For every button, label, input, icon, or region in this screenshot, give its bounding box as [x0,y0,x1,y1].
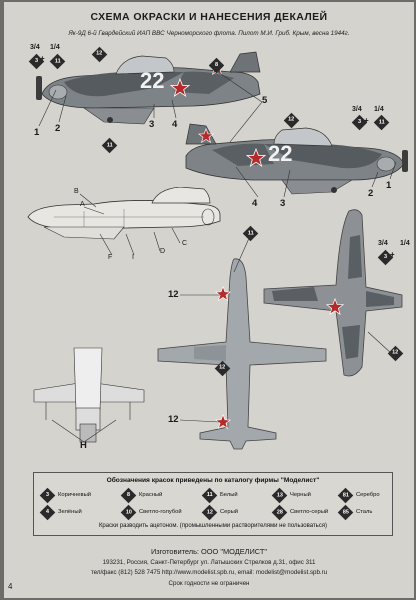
color-name-12: Серый [220,509,239,515]
swatch-28: 28 [271,504,288,521]
aircraft-subtitle: Як-9Д 6-й Гвардейский ИАП ВВС Черноморск… [68,30,350,37]
underside-wing-star [215,286,231,302]
callout-4-right: 4 [252,198,258,209]
color-name-81: Серебро [356,492,380,498]
color-name-11: Белый [220,492,238,498]
callout-A: A [80,201,85,208]
swatch-4: 4 [39,504,56,521]
underside-aircraft [157,258,327,450]
color-name-3: Коричневый [58,492,91,498]
color-name-8: Красный [139,492,163,498]
swatch-10: 10 [120,504,137,521]
shelf-life-note: Срок годности не ограничен [168,580,250,587]
callout-topview-plus: + [390,250,395,259]
color-name-10: Светло-голубой [139,509,182,515]
callout-left-fraction-a: 3/4 [30,44,40,51]
callout-right-fraction-b: 1/4 [374,106,384,113]
leader-lines [38,71,397,443]
callout-5: 5 [262,95,268,106]
swatch-3: 3 [39,487,56,504]
landing-gear-detail [33,347,145,443]
callout-2-left: 2 [55,123,61,134]
right-profile-tail-star [198,128,214,144]
line-outline-aircraft [27,187,221,240]
callout-3-right: 3 [280,198,286,209]
callout-D: D [160,248,166,255]
thinner-note: Краски разводить ацетоном. (промышленным… [98,523,328,529]
callout-B: B [74,188,79,195]
left-profile-star-insignia [170,78,190,97]
callout-left-plus: + [40,54,45,63]
color-name-4: Зелёный [58,509,82,515]
callout-left-fraction-b: 1/4 [50,44,60,51]
callout-H: H [80,440,87,451]
swatch-11: 11 [201,487,218,504]
callout-4-left: 4 [172,119,178,130]
callout-2-right: 2 [368,188,374,199]
legend-title: Обозначения красок приведены по каталогу… [106,477,320,484]
manufacturer-label: Изготовитель: ООО "МОДЕЛИСТ" [150,547,268,556]
swatch-8: 8 [120,487,137,504]
instruction-sheet: СХЕМА ОКРАСКИ И НАНЕСЕНИЯ ДЕКАЛЕЙ Як-9Д … [4,2,414,598]
callout-topview-fraction-a: 3/4 [378,240,388,247]
callout-I: I [132,254,134,261]
color-name-13: Черный [290,492,311,498]
right-profile-side-number: 22 [268,141,293,166]
left-profile-aircraft [36,51,261,125]
callout-1-left: 1 [34,127,40,138]
callout-C: C [182,240,188,247]
sheet-title: СХЕМА ОКРАСКИ И НАНЕСЕНИЯ ДЕКАЛЕЙ [90,11,328,23]
paint-legend: Обозначения красок приведены по каталогу… [33,472,393,536]
color-name-85: Сталь [356,509,373,515]
manufacturer-contacts: тел/факс (812) 528 7475 http://www.model… [90,569,328,576]
right-profile-star-insignia [246,148,266,167]
callout-F: F [108,254,113,261]
callout-12-upper: 12 [168,289,179,300]
left-profile-side-number: 22 [140,68,165,93]
manufacturer-address: 193231, Россия, Санкт-Петербург ул. Латы… [102,559,316,566]
callout-1-right: 1 [386,180,392,191]
topview-wing-star [326,298,344,316]
page-number: 4 [8,582,13,591]
swatch-81: 81 [337,487,354,504]
callout-topview-fraction-b: 1/4 [400,240,410,247]
callout-right-fraction-a: 3/4 [352,106,362,113]
swatch-12: 12 [201,504,218,521]
swatch-85: 85 [337,504,354,521]
callout-right-plus: + [364,116,369,125]
underside-tail-star [215,414,231,430]
topview-aircraft [263,209,403,377]
swatch-13: 13 [271,487,288,504]
callout-12-lower: 12 [168,414,179,425]
color-name-28: Светло-серый [290,509,329,515]
callout-3-left: 3 [149,119,155,130]
